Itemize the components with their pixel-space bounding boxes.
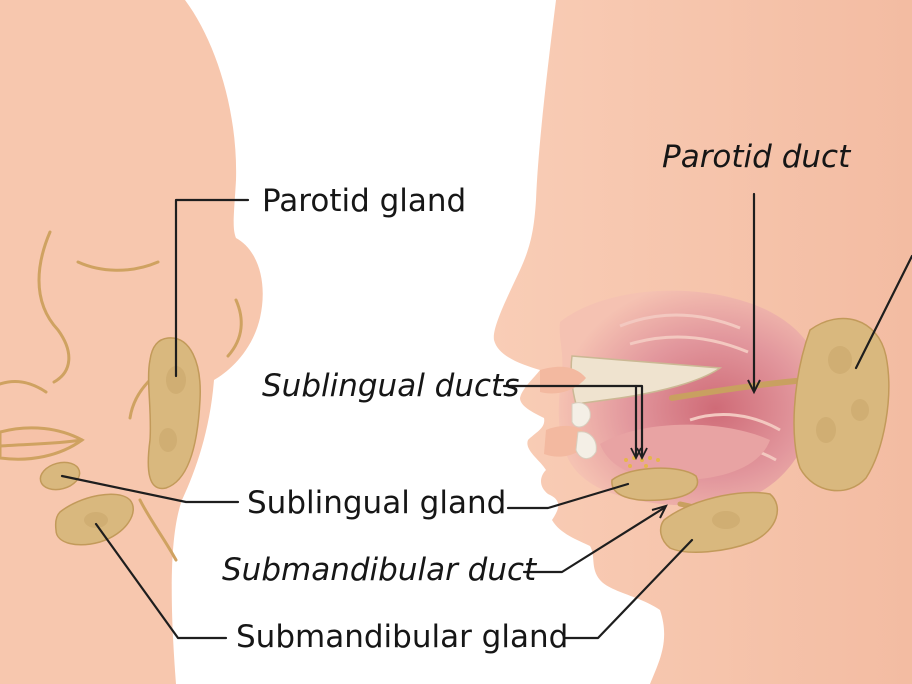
submandibular-gland-profile: [659, 491, 779, 553]
nose-line: [37, 230, 71, 384]
lower-tooth: [575, 431, 597, 459]
eye-line: [76, 260, 160, 272]
label-submandibular-gland: Submandibular gland: [236, 619, 568, 655]
leader-parotid-gland-profile: [854, 254, 912, 370]
leader-sublingual-gland: [60, 474, 240, 504]
label-sublingual-ducts: Sublingual ducts: [262, 368, 519, 404]
palate-ridge: [619, 313, 741, 330]
leader-lines: [60, 192, 912, 640]
lip-line: [0, 438, 84, 448]
submandibular-gland-front: [54, 493, 134, 546]
label-parotid-duct: Parotid duct: [662, 139, 852, 175]
leader-parotid-duct-arrow: [747, 379, 761, 395]
sublingual-gland-front: [39, 461, 81, 491]
nose-bottom: [0, 380, 48, 394]
parotid-gland-front: [147, 337, 201, 490]
leader-submandibular-gland: [94, 522, 228, 640]
leader-sublingual-ducts-arrow: [630, 447, 648, 461]
palate-ridge: [629, 335, 749, 354]
front-face-view: [0, 0, 263, 684]
label-submandibular-duct: Submandibular duct: [222, 552, 538, 588]
upper-tooth: [571, 402, 591, 428]
palate-ridge: [689, 413, 781, 432]
leader-parotid-gland: [174, 198, 250, 378]
cheek-line: [128, 378, 152, 420]
jaw-line: [138, 498, 178, 562]
labels: Parotid gland Parotid duct Sublingual du…: [222, 139, 852, 655]
leader-submandibular-duct: [522, 506, 666, 574]
label-sublingual-gland: Sublingual gland: [247, 485, 506, 521]
leader-sublingual-gland-profile: [506, 482, 630, 510]
sublingual-gland-profile: [611, 467, 699, 502]
parotid-duct-tube: [669, 377, 809, 401]
leader-submandibular-duct-arrow: [651, 504, 668, 519]
label-parotid-gland: Parotid gland: [262, 183, 466, 219]
leader-sublingual-ducts: [502, 384, 644, 458]
profile-face-view: [493, 0, 912, 684]
leader-submandibular-gland-profile: [564, 538, 694, 640]
parotid-gland-profile: [793, 317, 890, 492]
ear-outline: [226, 298, 243, 358]
